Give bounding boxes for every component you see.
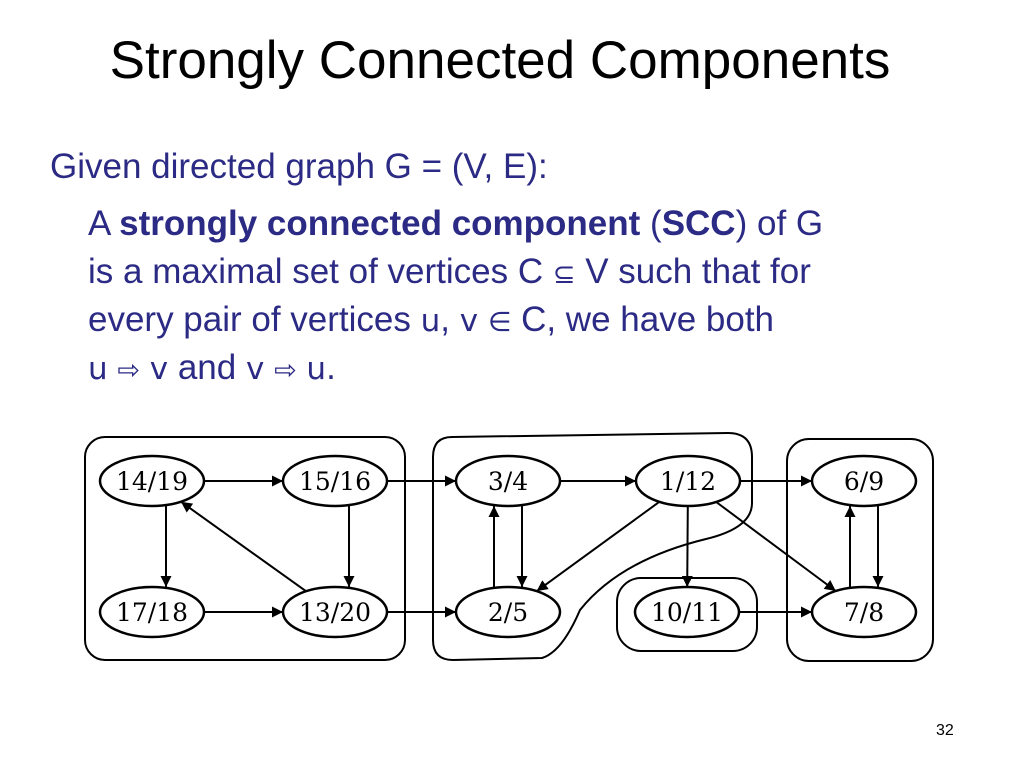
node-label: 13/20 — [299, 598, 371, 627]
graph-node-n1419: 14/19 — [98, 454, 206, 508]
slide-title: Strongly Connected Components — [109, 31, 891, 90]
graph-node-n78: 7/8 — [810, 585, 918, 639]
graph-node-n34: 3/4 — [454, 454, 562, 508]
vertex-u: u — [306, 351, 327, 387]
path-arrow-symbol: ⇨ — [117, 355, 141, 386]
node-label: 14/19 — [116, 467, 188, 496]
node-ellipse — [98, 585, 206, 639]
definition-line-2: is a maximal set of vertices C ⊆ V such … — [88, 248, 823, 296]
subset-symbol: ⊆ — [552, 259, 576, 290]
node-ellipse — [633, 585, 741, 639]
graph-edge-n112-n78 — [715, 501, 837, 592]
definition-text: is a maximal set of vertices C — [88, 252, 553, 291]
graph-node-n25: 2/5 — [454, 585, 562, 639]
node-ellipse — [810, 585, 918, 639]
node-ellipse — [281, 454, 389, 508]
node-ellipse — [98, 454, 206, 508]
element-of-symbol: ∈ — [487, 307, 512, 338]
vertex-v: v — [149, 351, 169, 387]
definition-text: C, we have both — [511, 300, 775, 339]
lead-text: Given directed graph G = (V, E): — [50, 147, 548, 186]
node-label: 15/16 — [299, 467, 371, 496]
definition-line-3: every pair of vertices u, v ∈ C, we have… — [88, 296, 823, 344]
graph-node-n69: 6/9 — [810, 454, 918, 508]
graph-edge-n1320-n1419 — [180, 500, 307, 593]
node-ellipse — [810, 454, 918, 508]
node-label: 10/11 — [651, 598, 723, 627]
vertex-v: v — [245, 351, 265, 387]
scc-outline — [432, 431, 753, 662]
node-label: 17/18 — [116, 598, 188, 627]
scc-definition: A strongly connected component (SCC) of … — [88, 200, 823, 392]
graph-edge-n112-n25 — [536, 501, 660, 592]
definition-text: ) of G — [735, 204, 824, 243]
node-label: 2/5 — [488, 598, 528, 627]
definition-text: V such that for — [575, 252, 811, 291]
graph-node-n1516: 15/16 — [281, 454, 389, 508]
graph-edge-n112-n1011 — [681, 505, 693, 588]
graph-node-n1320: 13/20 — [281, 585, 389, 639]
node-ellipse — [454, 585, 562, 639]
scc-term: strongly connected component — [119, 204, 641, 243]
scc-abbreviation: SCC — [661, 204, 736, 243]
definition-line-4: u ⇨ v and v ⇨ u. — [88, 348, 336, 387]
definition-line-1: A strongly connected component (SCC) of … — [88, 200, 823, 248]
definition-text: and — [168, 348, 246, 387]
definition-text: A — [88, 204, 120, 243]
node-ellipse — [454, 454, 562, 508]
node-label: 6/9 — [844, 467, 884, 496]
scc-outline — [84, 436, 406, 661]
definition-text: ( — [640, 204, 662, 243]
node-ellipse — [634, 454, 742, 508]
scc-outline — [786, 438, 934, 662]
path-arrow-symbol: ⇨ — [274, 355, 297, 386]
graph-node-n1718: 17/18 — [98, 585, 206, 639]
vertex-v: v — [459, 303, 479, 339]
node-label: 7/8 — [844, 598, 884, 627]
node-ellipse — [281, 585, 389, 639]
graph-node-n1011: 10/11 — [633, 585, 741, 639]
node-label: 3/4 — [488, 467, 528, 496]
definition-text: every pair of vertices — [88, 300, 421, 339]
definition-text: , — [440, 300, 460, 339]
page-number: 32 — [936, 722, 954, 739]
node-label: 1/12 — [660, 467, 716, 496]
graph-node-n112: 1/12 — [634, 454, 742, 508]
vertex-u: u — [420, 303, 441, 339]
vertex-u: u — [88, 351, 108, 387]
